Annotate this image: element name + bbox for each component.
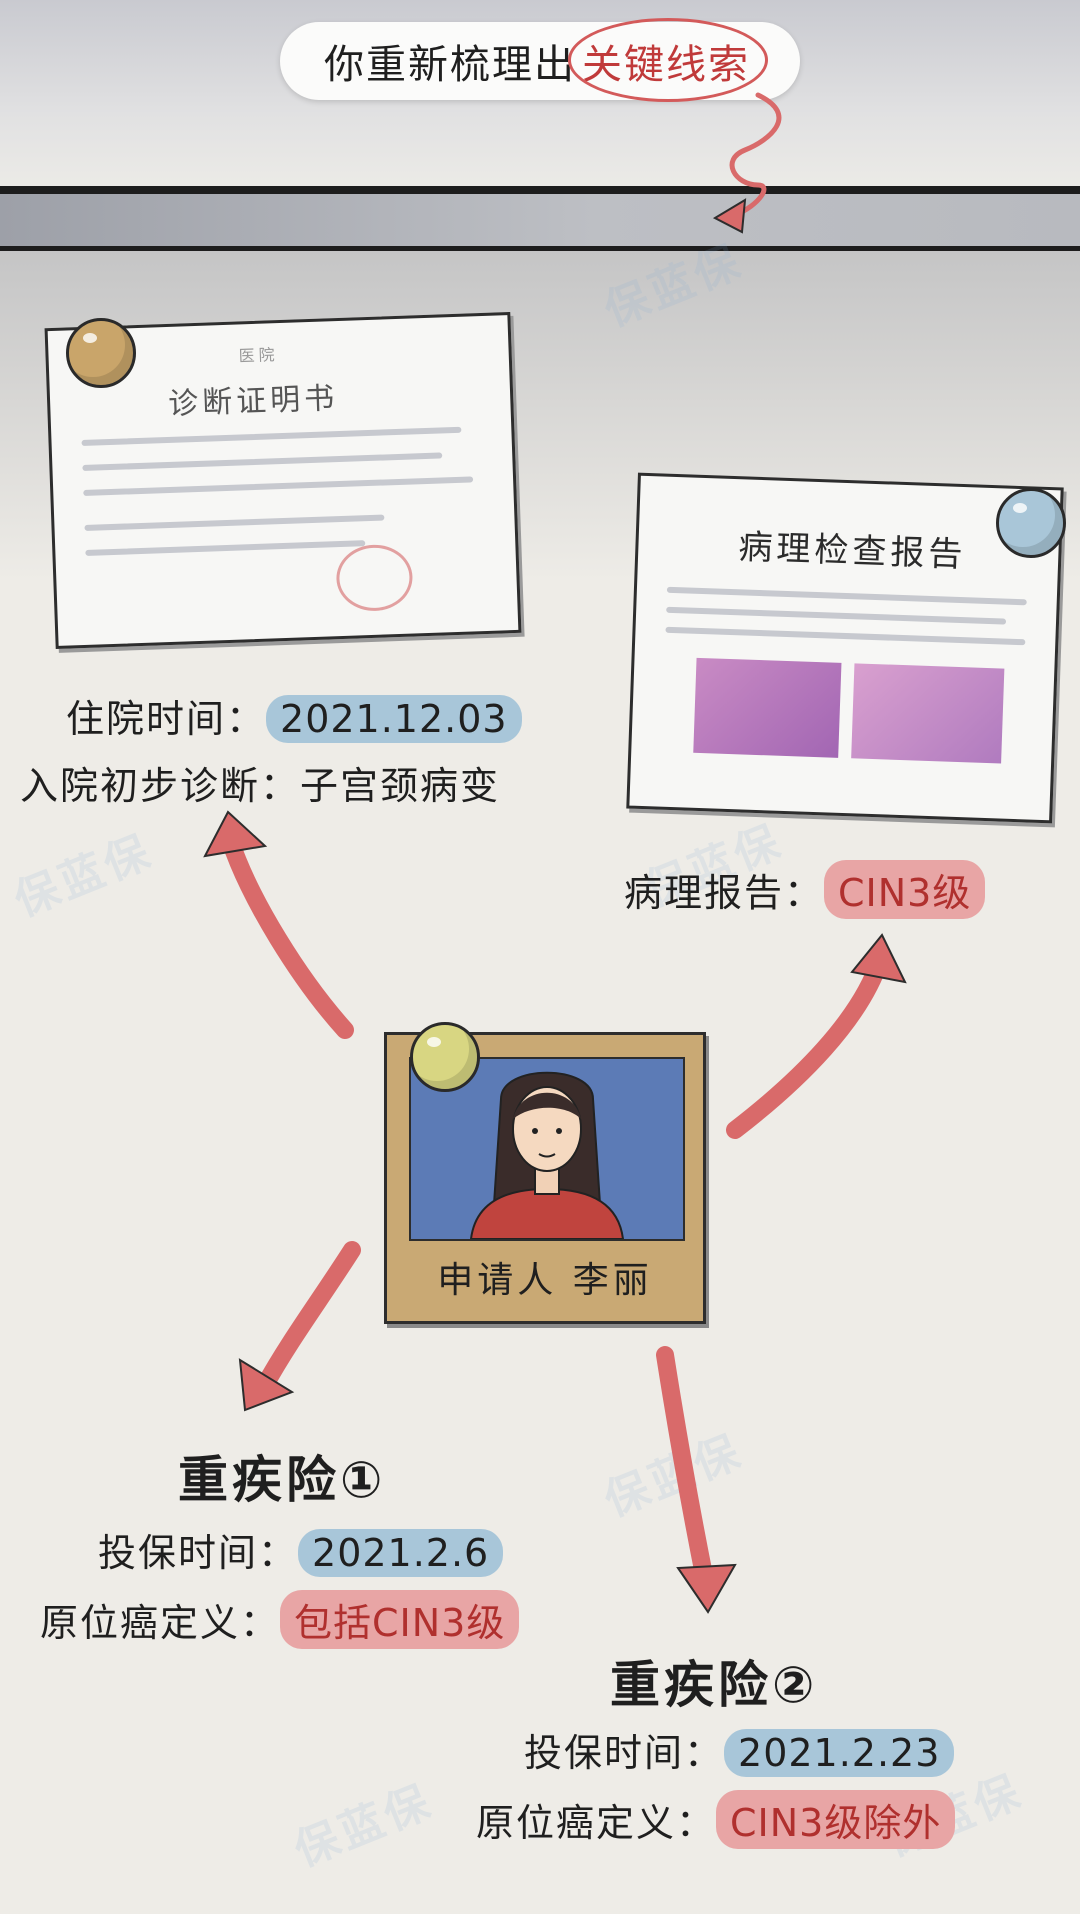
arrow-to-admission (221, 831, 354, 1039)
blurred-text-line (666, 586, 1027, 606)
arrowhead-policy1 (238, 1358, 295, 1412)
arrowhead-pathology (850, 933, 907, 984)
arrow-to-policy2 (656, 1346, 714, 1589)
blurred-text-line (666, 606, 1007, 625)
policy1-definition-row: 原位癌定义：包括CIN3级 (40, 1590, 520, 1649)
diagnosis-hospital-name: 医院 (238, 345, 279, 366)
pin-icon (66, 318, 136, 388)
pin-icon (410, 1022, 480, 1092)
hospital-stamp (335, 543, 414, 613)
shelf-edge-bottom (0, 246, 1080, 251)
admission-diagnosis-row: 入院初步诊断：子宫颈病变 (20, 755, 500, 810)
admission-diagnosis-value: 子宫颈病变 (300, 764, 501, 808)
diagnosis-certificate-title: 诊断证明书 (167, 381, 339, 422)
shelf-band (0, 194, 1080, 246)
blurred-text-line (665, 626, 1026, 646)
policy2-definition-value: CIN3级除外 (716, 1790, 956, 1849)
arrow-to-policy1 (256, 1241, 361, 1394)
pathology-value: CIN3级 (824, 860, 986, 919)
title-squiggle-arrow (729, 92, 782, 218)
arrowhead-admission (203, 810, 268, 858)
blurred-text-line (85, 540, 366, 556)
pathology-label: 病理报告： (624, 871, 825, 915)
title-highlight: 关键线索 (568, 18, 768, 102)
policy2-time-value: 2021.2.23 (724, 1729, 955, 1777)
blurred-text-line (81, 426, 462, 447)
title-prefix: 你重新梳理出 (324, 42, 576, 88)
policy1-time-label: 投保时间： (98, 1531, 299, 1575)
blurred-text-line (84, 514, 385, 531)
policy2-time-label: 投保时间： (524, 1731, 725, 1775)
applicant-photo: 申请人 李丽 (384, 1032, 706, 1324)
tissue-image (693, 657, 842, 758)
admission-diagnosis-label: 入院初步诊断： (20, 764, 301, 808)
policy2-definition-label: 原位癌定义： (476, 1801, 717, 1845)
arrowhead-title (712, 198, 747, 234)
policy1-time-value: 2021.2.6 (298, 1529, 504, 1577)
admission-time-value: 2021.12.03 (266, 695, 522, 743)
blurred-text-line (83, 476, 474, 496)
applicant-caption: 申请人 李丽 (437, 1260, 653, 1301)
policy1-definition-label: 原位癌定义： (40, 1601, 281, 1645)
pin-icon (996, 488, 1066, 558)
blurred-text-line (82, 452, 443, 471)
tissue-image (851, 663, 1005, 764)
policy1-definition-value: 包括CIN3级 (280, 1590, 520, 1649)
admission-time-row: 住院时间：2021.12.03 (66, 688, 522, 743)
policy2-time-row: 投保时间：2021.2.23 (524, 1722, 955, 1777)
arrowhead-policy2 (676, 1563, 737, 1614)
policy2-definition-row: 原位癌定义：CIN3级除外 (476, 1790, 956, 1849)
shelf-edge-top (0, 186, 1080, 194)
admission-time-label: 住院时间： (66, 697, 267, 741)
policy1-time-row: 投保时间：2021.2.6 (98, 1522, 504, 1577)
page-title: 你重新梳理出关键线索 (280, 18, 800, 102)
applicant-portrait-icon (469, 1071, 625, 1239)
pathology-report-title: 病理检查报告 (737, 527, 968, 576)
policy1-title: 重疾险① (178, 1451, 387, 1509)
arrow-to-pathology (726, 951, 889, 1139)
policy2-title: 重疾险② (610, 1656, 819, 1714)
pathology-row: 病理报告：CIN3级 (624, 860, 986, 919)
